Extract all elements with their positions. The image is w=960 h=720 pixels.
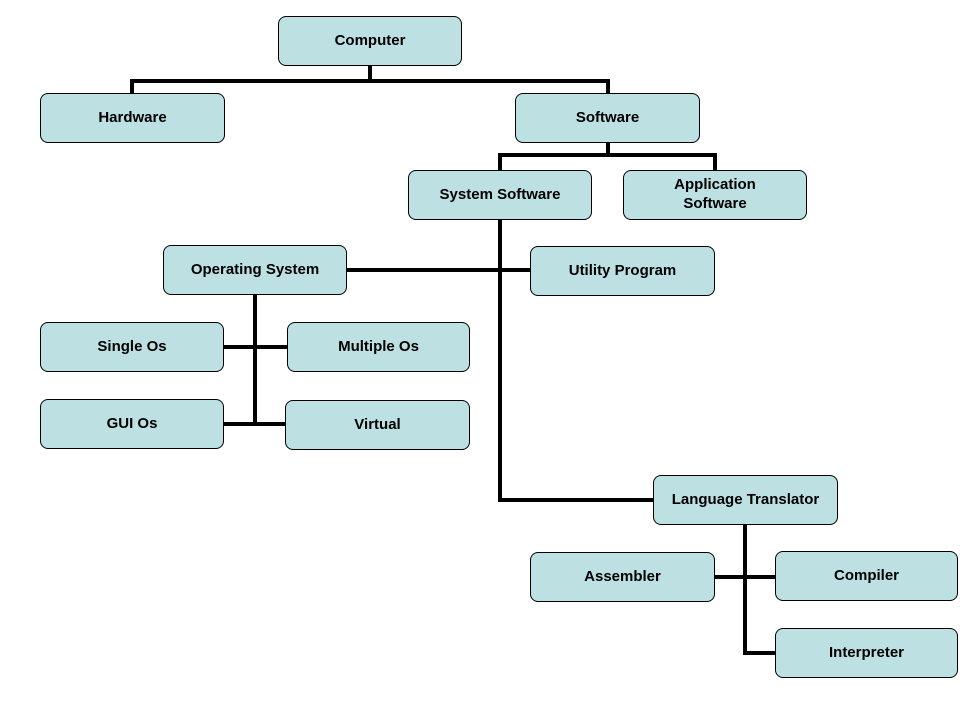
node-interpreter: Interpreter bbox=[775, 628, 958, 678]
connector-interpreter-horizontal bbox=[743, 651, 775, 655]
node-operating-system: Operating System bbox=[163, 245, 347, 295]
node-multiple-os: Multiple Os bbox=[287, 322, 470, 372]
node-system-software-label: System Software bbox=[439, 185, 561, 203]
connector-language-translator-elbow bbox=[498, 498, 653, 502]
connector-level2-horizontal bbox=[498, 153, 717, 157]
connector-assembler-compiler-horizontal bbox=[715, 575, 775, 579]
node-language-translator-label: Language Translator bbox=[671, 490, 820, 508]
connector-os-utility-horizontal bbox=[347, 268, 530, 272]
connector-gui-virtual-horizontal bbox=[224, 422, 285, 426]
node-software-label: Software bbox=[575, 108, 640, 126]
node-compiler-label: Compiler bbox=[833, 566, 899, 584]
connector-software-bottom-stub bbox=[606, 143, 610, 157]
connector-single-multiple-horizontal bbox=[224, 345, 287, 349]
node-computer-label: Computer bbox=[334, 31, 406, 49]
node-virtual: Virtual bbox=[285, 400, 470, 450]
node-interpreter-label: Interpreter bbox=[828, 643, 905, 661]
node-assembler-label: Assembler bbox=[584, 567, 661, 585]
node-gui-os-label: GUI Os bbox=[106, 414, 158, 432]
node-computer: Computer bbox=[278, 16, 462, 66]
node-compiler: Compiler bbox=[775, 551, 958, 601]
connector-computer-stub bbox=[368, 66, 372, 83]
node-single-os-label: Single Os bbox=[97, 337, 167, 355]
node-gui-os: GUI Os bbox=[40, 399, 224, 449]
node-utility-program: Utility Program bbox=[530, 246, 715, 296]
node-utility-program-label: Utility Program bbox=[568, 261, 677, 279]
node-application-software: Application Software bbox=[623, 170, 807, 220]
node-assembler: Assembler bbox=[530, 552, 715, 602]
connector-os-trunk bbox=[253, 295, 257, 426]
connector-level1-horizontal bbox=[130, 79, 610, 83]
node-hardware-label: Hardware bbox=[98, 108, 167, 126]
node-operating-system-label: Operating System bbox=[190, 260, 320, 278]
node-virtual-label: Virtual bbox=[354, 415, 401, 433]
node-hardware: Hardware bbox=[40, 93, 225, 143]
connector-system-software-trunk bbox=[498, 219, 502, 502]
node-language-translator: Language Translator bbox=[653, 475, 838, 525]
connector-language-translator-trunk bbox=[743, 524, 747, 655]
connector-hardware-stub bbox=[130, 79, 134, 93]
node-application-software-label: Application Software bbox=[674, 176, 756, 212]
connector-application-software-stub bbox=[713, 153, 717, 170]
node-software: Software bbox=[515, 93, 700, 143]
node-single-os: Single Os bbox=[40, 322, 224, 372]
node-system-software: System Software bbox=[408, 170, 592, 220]
connector-system-software-stub bbox=[498, 153, 502, 170]
node-multiple-os-label: Multiple Os bbox=[338, 337, 419, 355]
connector-software-top-stub bbox=[606, 79, 610, 93]
